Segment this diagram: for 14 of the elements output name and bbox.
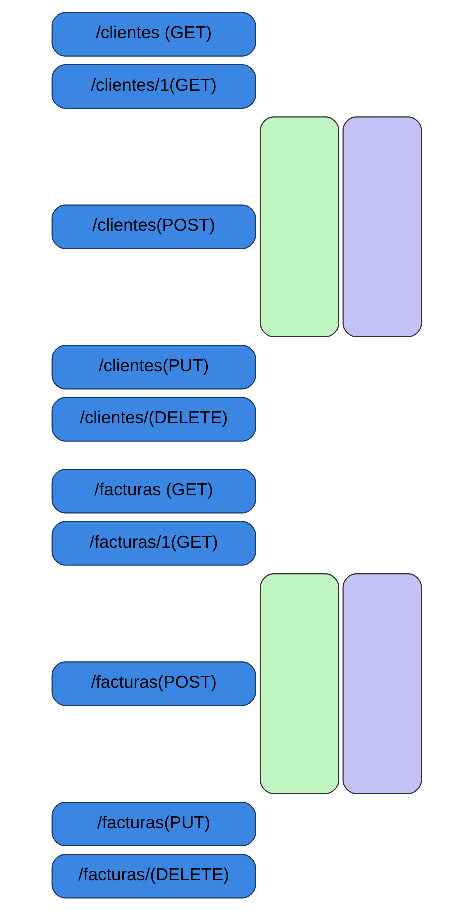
node-box: /facturas (GET)	[51, 469, 256, 514]
node-box: /facturas/(DELETE)	[51, 854, 256, 899]
node-box	[260, 116, 340, 338]
node-box: /clientes/1(GET)	[51, 64, 256, 110]
node-box	[260, 574, 340, 794]
node-box: /facturas(POST)	[51, 662, 256, 706]
node-box: /clientes/(DELETE)	[51, 397, 256, 442]
node-box: /facturas(PUT)	[51, 802, 256, 847]
node-box	[342, 116, 422, 338]
node-box: /clientes(POST)	[51, 204, 256, 250]
node-box: /clientes(PUT)	[51, 345, 256, 390]
node-box: /facturas/1(GET)	[51, 521, 256, 566]
node-box	[342, 574, 422, 794]
node-box: /clientes (GET)	[51, 12, 256, 57]
